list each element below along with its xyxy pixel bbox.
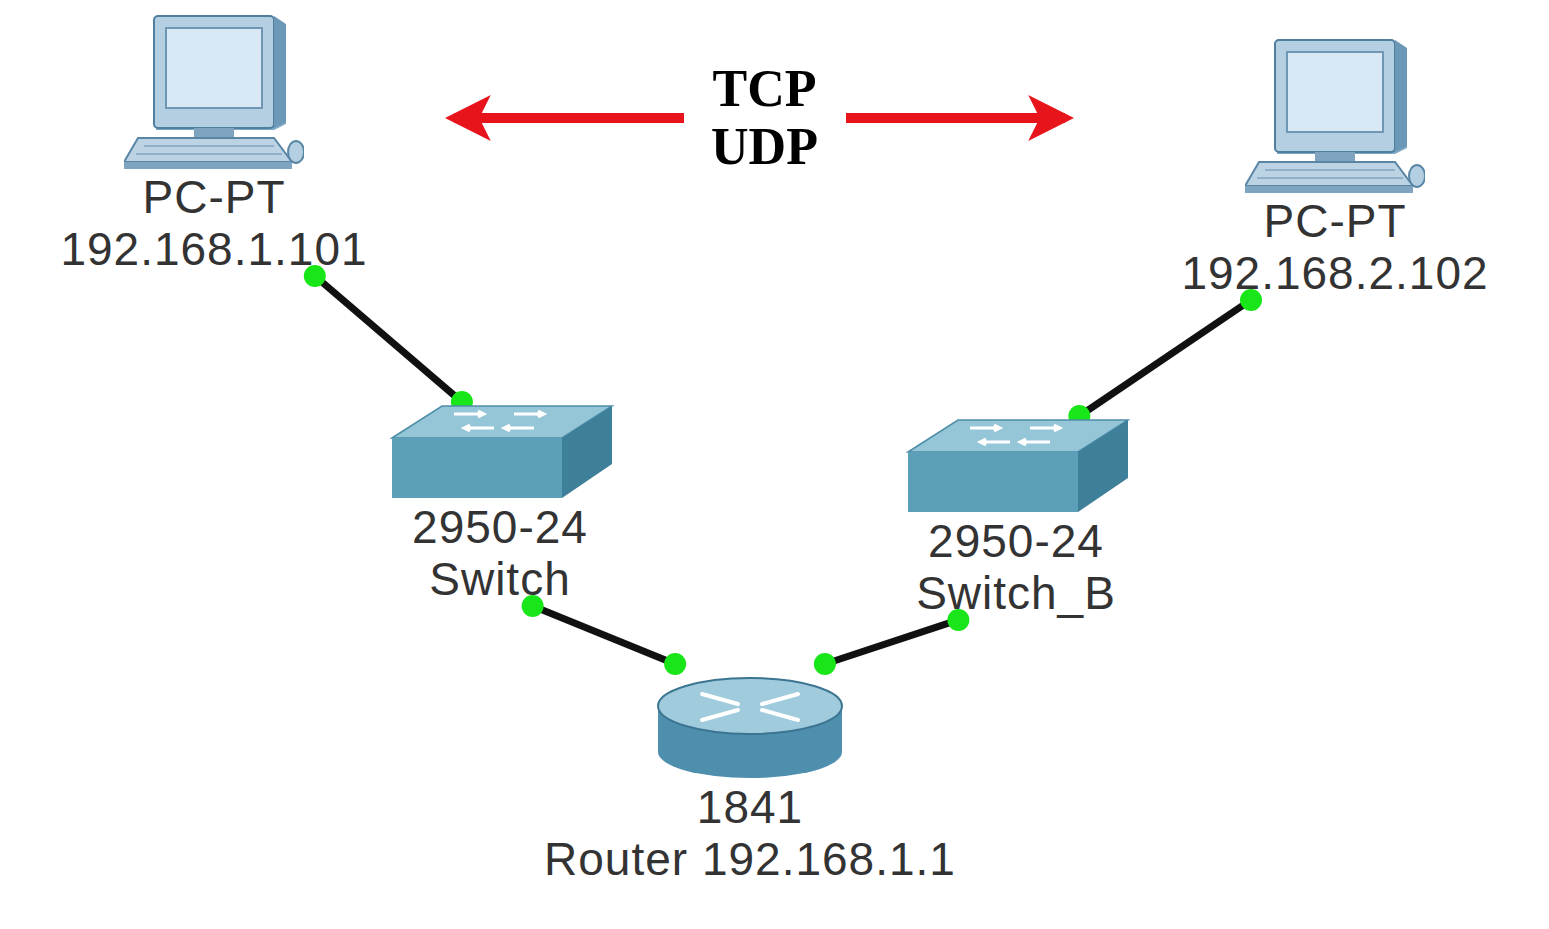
pc-device: PC-PT192.168.1.101 [4,12,424,276]
network-cable [315,276,462,402]
device-name: 192.168.2.102 [1125,248,1545,300]
router-device-icon [652,664,848,782]
protocol-label: TCP UDP [684,60,846,176]
device-model: 1841 [462,782,1038,834]
switch-device-icon [384,402,616,502]
switch-device-icon [900,416,1132,516]
switch-device: 2950-24Switch [364,402,636,606]
device-model: PC-PT [1125,196,1545,248]
device-model: PC-PT [4,172,424,224]
device-model: 2950-24 [872,516,1160,568]
pc-device: PC-PT192.168.2.102 [1125,36,1545,300]
device-name: Router 192.168.1.1 [462,834,1038,886]
network-cable [533,606,675,664]
network-cable [825,620,959,664]
network-cable [1079,300,1251,416]
link-light [664,653,686,675]
device-name: Switch [364,554,636,606]
link-light [814,653,836,675]
pc-device-icon [1245,36,1425,196]
switch-device: 2950-24Switch_B [872,416,1160,620]
router-device: 1841Router 192.168.1.1 [462,664,1038,886]
pc-device-icon [124,12,304,172]
device-name: Switch_B [872,568,1160,620]
device-name: 192.168.1.101 [4,224,424,276]
device-model: 2950-24 [364,502,636,554]
